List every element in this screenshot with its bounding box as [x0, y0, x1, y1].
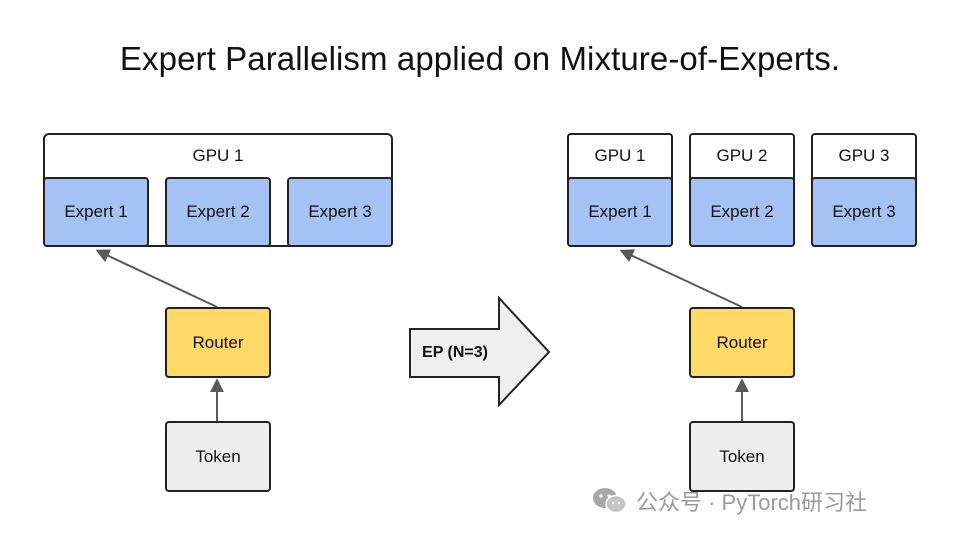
expert-1-right-box: Expert 1	[567, 177, 673, 247]
gpu-3-right-label: GPU 3	[838, 146, 890, 165]
watermark: 公众号 · PyTorch研习社	[592, 484, 867, 518]
router-right-box: Router	[689, 307, 795, 378]
page-title: Expert Parallelism applied on Mixture-of…	[119, 40, 841, 77]
gpu-2-right-label: GPU 2	[716, 146, 768, 165]
gpu-1-right-label: GPU 1	[594, 146, 646, 165]
wechat-icon	[593, 488, 627, 514]
expert-2-box: Expert 2	[165, 177, 271, 247]
expert-3-box: Expert 3	[287, 177, 393, 247]
expert-2-right-box: Expert 2	[689, 177, 795, 247]
token-box: Token	[165, 421, 271, 492]
ep-label: EP (N=3)	[422, 344, 488, 361]
token-right-box: Token	[689, 421, 795, 492]
expert-3-right-box: Expert 3	[811, 177, 917, 247]
router-box: Router	[165, 307, 271, 378]
expert-1-box: Expert 1	[43, 177, 149, 247]
ep-transform-arrow	[409, 295, 551, 408]
router-to-expert1-arrow	[95, 249, 218, 308]
router-to-expert1-arrow-right	[619, 249, 743, 308]
watermark-text: 公众号 · PyTorch研习社	[636, 490, 868, 515]
gpu-1-label: GPU 1	[192, 146, 244, 165]
